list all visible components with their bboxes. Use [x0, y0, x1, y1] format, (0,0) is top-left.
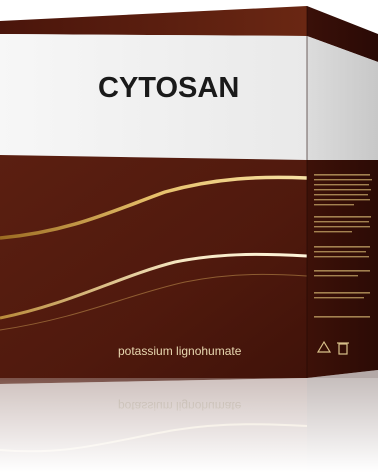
side-maroon-panel — [307, 160, 378, 378]
gold-swoosh-upper — [0, 175, 308, 240]
side-white-band — [307, 36, 378, 160]
bin-symbol-icon — [337, 342, 349, 355]
brand-name: CYTOSAN — [98, 72, 239, 104]
cream-swoosh-lower — [0, 252, 308, 320]
side-top-band — [307, 6, 378, 62]
recycle-symbol-icon — [316, 340, 332, 353]
reflection-fade — [0, 378, 378, 472]
front-top-band — [0, 6, 307, 36]
side-fine-print — [314, 174, 372, 318]
front-white-band — [0, 34, 307, 160]
product-subtitle: potassium lignohumate — [118, 344, 242, 358]
gold-swoosh-thin — [0, 273, 308, 331]
